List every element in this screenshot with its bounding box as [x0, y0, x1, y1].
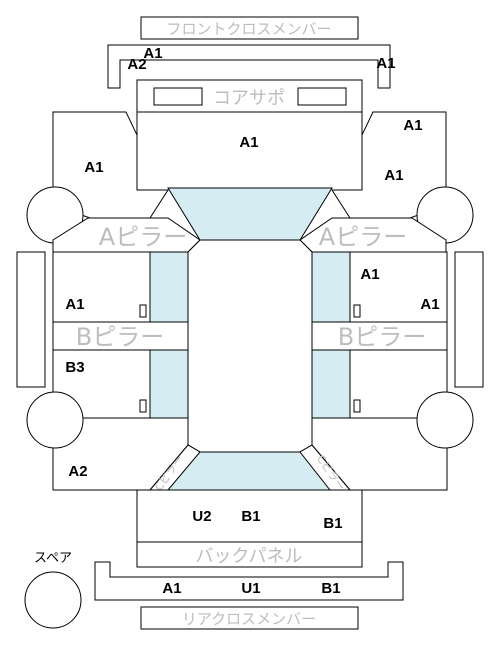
- front-cross-member-label: フロントクロスメンバー: [166, 20, 331, 38]
- front-bumper-bracket: [107, 44, 391, 89]
- code-front-cross-top: A1: [143, 45, 162, 62]
- code-front-left-fender: A1: [84, 159, 103, 176]
- front-right-window: [311, 251, 351, 323]
- code-core-support: A1: [239, 134, 258, 151]
- front-cross-member-box: [140, 16, 359, 40]
- rear-bumper-bracket: [94, 561, 404, 601]
- code-front-left-door: A1: [65, 296, 84, 313]
- back-panel-box: [136, 541, 363, 568]
- right-side-step: [454, 251, 484, 388]
- code-rear-cross-right: B1: [321, 580, 340, 597]
- code-front-cross-right: A1: [376, 55, 395, 72]
- left-side-step: [16, 251, 46, 388]
- spare-label: スペア: [34, 551, 72, 566]
- headlight-left: [153, 87, 203, 106]
- a-pillar-right-label: Aピラー: [319, 223, 407, 251]
- roof-panel: [187, 239, 313, 453]
- core-support-label: コアサポ: [213, 88, 285, 109]
- code-rear-left-quarter: A2: [68, 463, 87, 480]
- front-left-window: [149, 251, 189, 323]
- rear-cross-member-label: リアクロスメンバー: [182, 610, 316, 628]
- code-front-cross-left: A2: [127, 56, 146, 73]
- b-pillar-left-label: Bピラー: [76, 323, 164, 351]
- rear-left-window: [149, 349, 189, 419]
- code-rear-cross-left: A1: [162, 580, 181, 597]
- rear-left-handle: [139, 399, 147, 413]
- a-pillar-left-label: Aピラー: [99, 223, 187, 251]
- code-front-right-fender: A1: [384, 167, 403, 184]
- code-front-right-door: A1: [360, 266, 379, 283]
- code-rear-cross-center: U1: [241, 580, 260, 597]
- code-rear-left-door: B3: [65, 359, 84, 376]
- code-trunk-center: B1: [241, 508, 260, 525]
- back-panel-label: バックパネル: [195, 546, 302, 567]
- rear-right-wheel: [416, 391, 474, 449]
- rear-right-handle: [353, 399, 361, 413]
- headlight-right: [297, 87, 347, 106]
- b-pillar-right-label: Bピラー: [338, 323, 426, 351]
- code-front-right-upper: A1: [403, 117, 422, 134]
- front-left-handle: [139, 304, 147, 318]
- code-trunk-left: U2: [192, 508, 211, 525]
- rear-left-wheel: [26, 391, 84, 449]
- spare-tire: [24, 571, 82, 629]
- rear-right-window: [311, 349, 351, 419]
- front-right-handle: [353, 304, 361, 318]
- rear-cross-member-box: [140, 606, 359, 630]
- code-front-right-door-outer: A1: [420, 296, 439, 313]
- code-trunk-right: B1: [323, 515, 342, 532]
